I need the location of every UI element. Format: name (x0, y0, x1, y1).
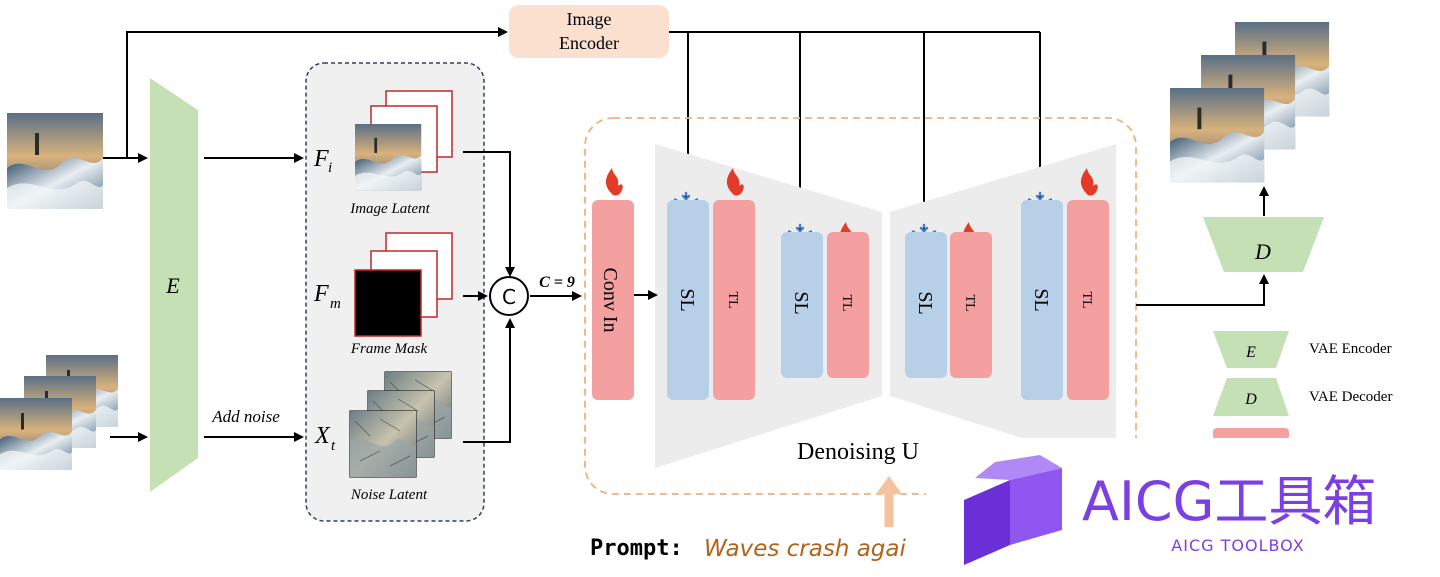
output-video-stack (1170, 22, 1330, 183)
legend-decoder-symbol: D (1244, 391, 1257, 408)
sl-block-4 (1021, 200, 1063, 400)
image-encoder-label-line1: Image (567, 9, 612, 29)
aicg-logo-icon (964, 455, 1062, 565)
tl-label-2: TL (839, 294, 854, 311)
legend-decoder-label: VAE Decoder (1309, 389, 1392, 405)
latent-connectors (463, 151, 582, 443)
image-encoder-block (509, 5, 669, 58)
image-latent-symbol: F (313, 146, 329, 172)
image-latent-label: Image Latent (349, 201, 430, 217)
tl-block-2 (827, 232, 869, 378)
sl-label-3: SL (914, 291, 936, 314)
vae-decoder-symbol: D (1254, 239, 1271, 264)
conv-in-block (592, 200, 634, 400)
noise-latent-stack (349, 371, 452, 478)
concat-node (489, 276, 529, 316)
conv-in-label: Conv In (599, 268, 621, 333)
legend-encoder-swatch (1213, 331, 1289, 368)
prompt-label: Prompt: (590, 536, 683, 561)
watermark-title: AICG工具箱 (1082, 470, 1376, 533)
watermark-subtitle: AICG TOOLBOX (1171, 536, 1304, 555)
concat-symbol: C (502, 285, 516, 309)
output-connectors (1136, 186, 1269, 306)
frame-mask-stack (354, 232, 453, 337)
tl-label-4: TL (1079, 291, 1094, 308)
image-latent-subscript: i (328, 160, 332, 176)
image-encoder-label-line2: Encoder (559, 33, 619, 53)
tl-label-3: TL (962, 294, 977, 311)
concat-channels-label: C = 9 (539, 274, 575, 291)
prompt-arrow-head (876, 476, 902, 494)
vae-decoder-block (1203, 217, 1324, 272)
input-image (7, 113, 103, 209)
legend-encoder-label: VAE Encoder (1309, 341, 1392, 357)
frame-mask-subscript: m (330, 296, 341, 312)
tl-block-4 (1067, 200, 1109, 400)
legend-trainable-swatch (1213, 428, 1289, 440)
image-latent-stack (355, 90, 453, 191)
frame-mask-label: Frame Mask (350, 341, 428, 357)
vae-encoder-symbol: E (165, 273, 180, 298)
tl-block-3 (950, 232, 992, 378)
unet-title: Denoising U (797, 439, 919, 465)
sl-block-1 (667, 200, 709, 400)
tl-block-1 (713, 200, 755, 400)
vae-encoder-block (150, 78, 198, 492)
add-noise-label: Add noise (211, 407, 280, 426)
unet-down-trapezoid (655, 144, 882, 468)
legend-encoder-symbol: E (1245, 344, 1256, 361)
legend-decoder-swatch (1213, 378, 1289, 416)
sl-label-2: SL (790, 291, 812, 314)
noise-latent-subscript: t (331, 438, 336, 454)
sl-block-2 (781, 232, 823, 378)
frame-mask-symbol: F (313, 281, 329, 307)
noise-latent-label: Noise Latent (350, 487, 428, 503)
sl-label-1: SL (676, 288, 698, 311)
tl-label-1: TL (725, 291, 740, 308)
sl-label-4: SL (1030, 288, 1052, 311)
prompt-text: Waves crash agai (704, 536, 906, 562)
noise-latent-symbol: X (314, 423, 331, 449)
input-video-stack (0, 355, 118, 470)
sl-block-3 (905, 232, 947, 378)
